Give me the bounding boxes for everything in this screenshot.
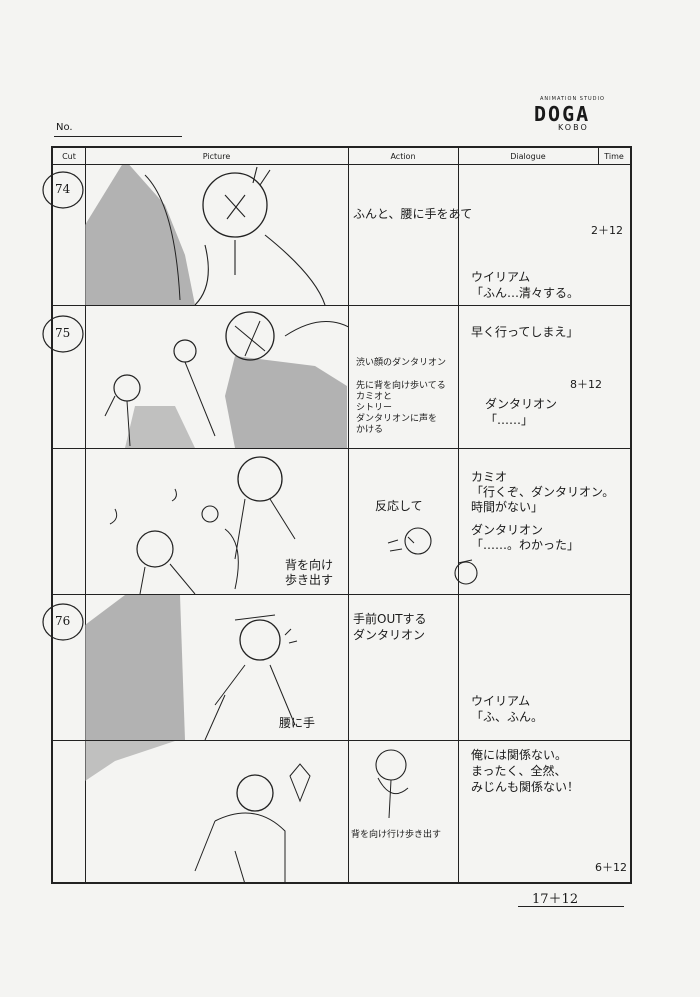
dialogue-speaker-1: ウイリアム: [471, 270, 531, 284]
cut-circle-76: [42, 603, 84, 641]
dialogue-speaker-3: カミオ: [471, 470, 508, 484]
cut-number-76: 76: [55, 614, 71, 628]
sketch-character-turning-back: [85, 741, 311, 884]
action-text-2c: カミオと: [356, 392, 393, 402]
total-time: 17＋12: [532, 892, 579, 907]
sketch-characters-walking-away: [109, 456, 296, 594]
dialogue-line-2b: 「……」: [485, 413, 534, 427]
time-2: 8＋12: [570, 378, 602, 391]
column-divider: [458, 148, 459, 882]
cut-circle-75: [42, 315, 84, 353]
logo-kobo: KOBO: [558, 123, 589, 132]
action-text-4a: 手前OUTする: [353, 612, 427, 626]
dialogue-line-5a: 俺には関係ない。: [471, 748, 568, 762]
dialogue-line-2a: 早く行ってしまえ」: [471, 325, 579, 339]
dialogue-line-4: 「ふ、ふん。: [471, 710, 544, 724]
time-1: 2＋12: [591, 224, 623, 237]
column-header-time: Time: [598, 148, 630, 165]
sketch-dantalion-and-walking-figures: [104, 311, 348, 448]
cut-number-74: 74: [55, 182, 71, 196]
dialogue-line-3c: 「……。わかった」: [471, 538, 580, 552]
storyboard-sheet: Cut Picture Action Dialogue Time 74 75 7…: [42, 146, 632, 884]
number-label: No.: [56, 122, 73, 133]
action-text-2a: 渋い顔のダンタリオン: [356, 358, 447, 368]
picture-note-4: 腰に手: [279, 716, 316, 730]
picture-panel-2: [85, 306, 348, 448]
action-text-2b: 先に背を向け歩いてる: [356, 381, 446, 391]
picture-panel-4: [85, 595, 348, 740]
column-header-action: Action: [348, 148, 458, 165]
logo-subtitle: ANIMATION STUDIO: [540, 96, 605, 102]
picture-note-3a: 背を向け: [285, 558, 334, 572]
column-divider: [85, 148, 86, 882]
cut-number-75: 75: [55, 326, 71, 340]
picture-panel-1: [85, 165, 348, 305]
column-divider: [348, 148, 349, 882]
dialogue-speaker-3b: ダンタリオン: [471, 523, 544, 537]
row-divider: [53, 448, 630, 449]
picture-panel-5: [85, 741, 348, 884]
time-5: 6＋12: [595, 861, 627, 874]
action-text-3: 反応して: [375, 499, 423, 513]
picture-panel-3: [85, 449, 348, 594]
column-header-dialogue: Dialogue: [458, 148, 598, 165]
column-header-picture: Picture: [85, 148, 348, 165]
sketch-character-hands-on-hips: [85, 165, 326, 305]
dialogue-line-1: 「ふん…清々する。: [471, 286, 580, 300]
cut-circle-74: [42, 171, 84, 209]
total-underline: [518, 906, 624, 907]
picture-note-3b: 歩き出す: [285, 573, 334, 587]
sketch-small-figure: [375, 749, 409, 819]
number-field-line: [54, 136, 182, 137]
action-text-2f: かける: [356, 425, 384, 435]
dialogue-speaker-4: ウイリアム: [471, 694, 531, 708]
dialogue-line-5b: まったく、全然、: [471, 764, 567, 778]
column-header-cut: Cut: [53, 148, 85, 165]
row-divider: [53, 305, 630, 306]
studio-logo: ANIMATION STUDIO DOGA KOBO: [528, 96, 640, 132]
action-text-2d: シトリー: [356, 403, 393, 413]
action-text-1: ふんと、腰に手をあて: [353, 207, 473, 221]
sketch-small-characters: [387, 527, 478, 585]
dialogue-line-3b: 時間がない」: [471, 500, 544, 514]
dialogue-speaker-2: ダンタリオン: [485, 397, 558, 411]
logo-title: DOGA: [534, 102, 591, 126]
row-divider: [53, 740, 630, 741]
dialogue-line-5c: みじんも関係ない！: [471, 780, 580, 794]
action-text-5: 背を向け行け歩き出す: [351, 830, 442, 840]
column-divider: [598, 148, 599, 165]
dialogue-line-3a: 「行くぞ、ダンタリオン。: [471, 485, 615, 499]
row-divider: [53, 594, 630, 595]
action-text-4b: ダンタリオン: [353, 628, 426, 642]
action-text-2e: ダンタリオンに声を: [356, 414, 438, 424]
sketch-character-hand-on-hip: [85, 595, 298, 740]
